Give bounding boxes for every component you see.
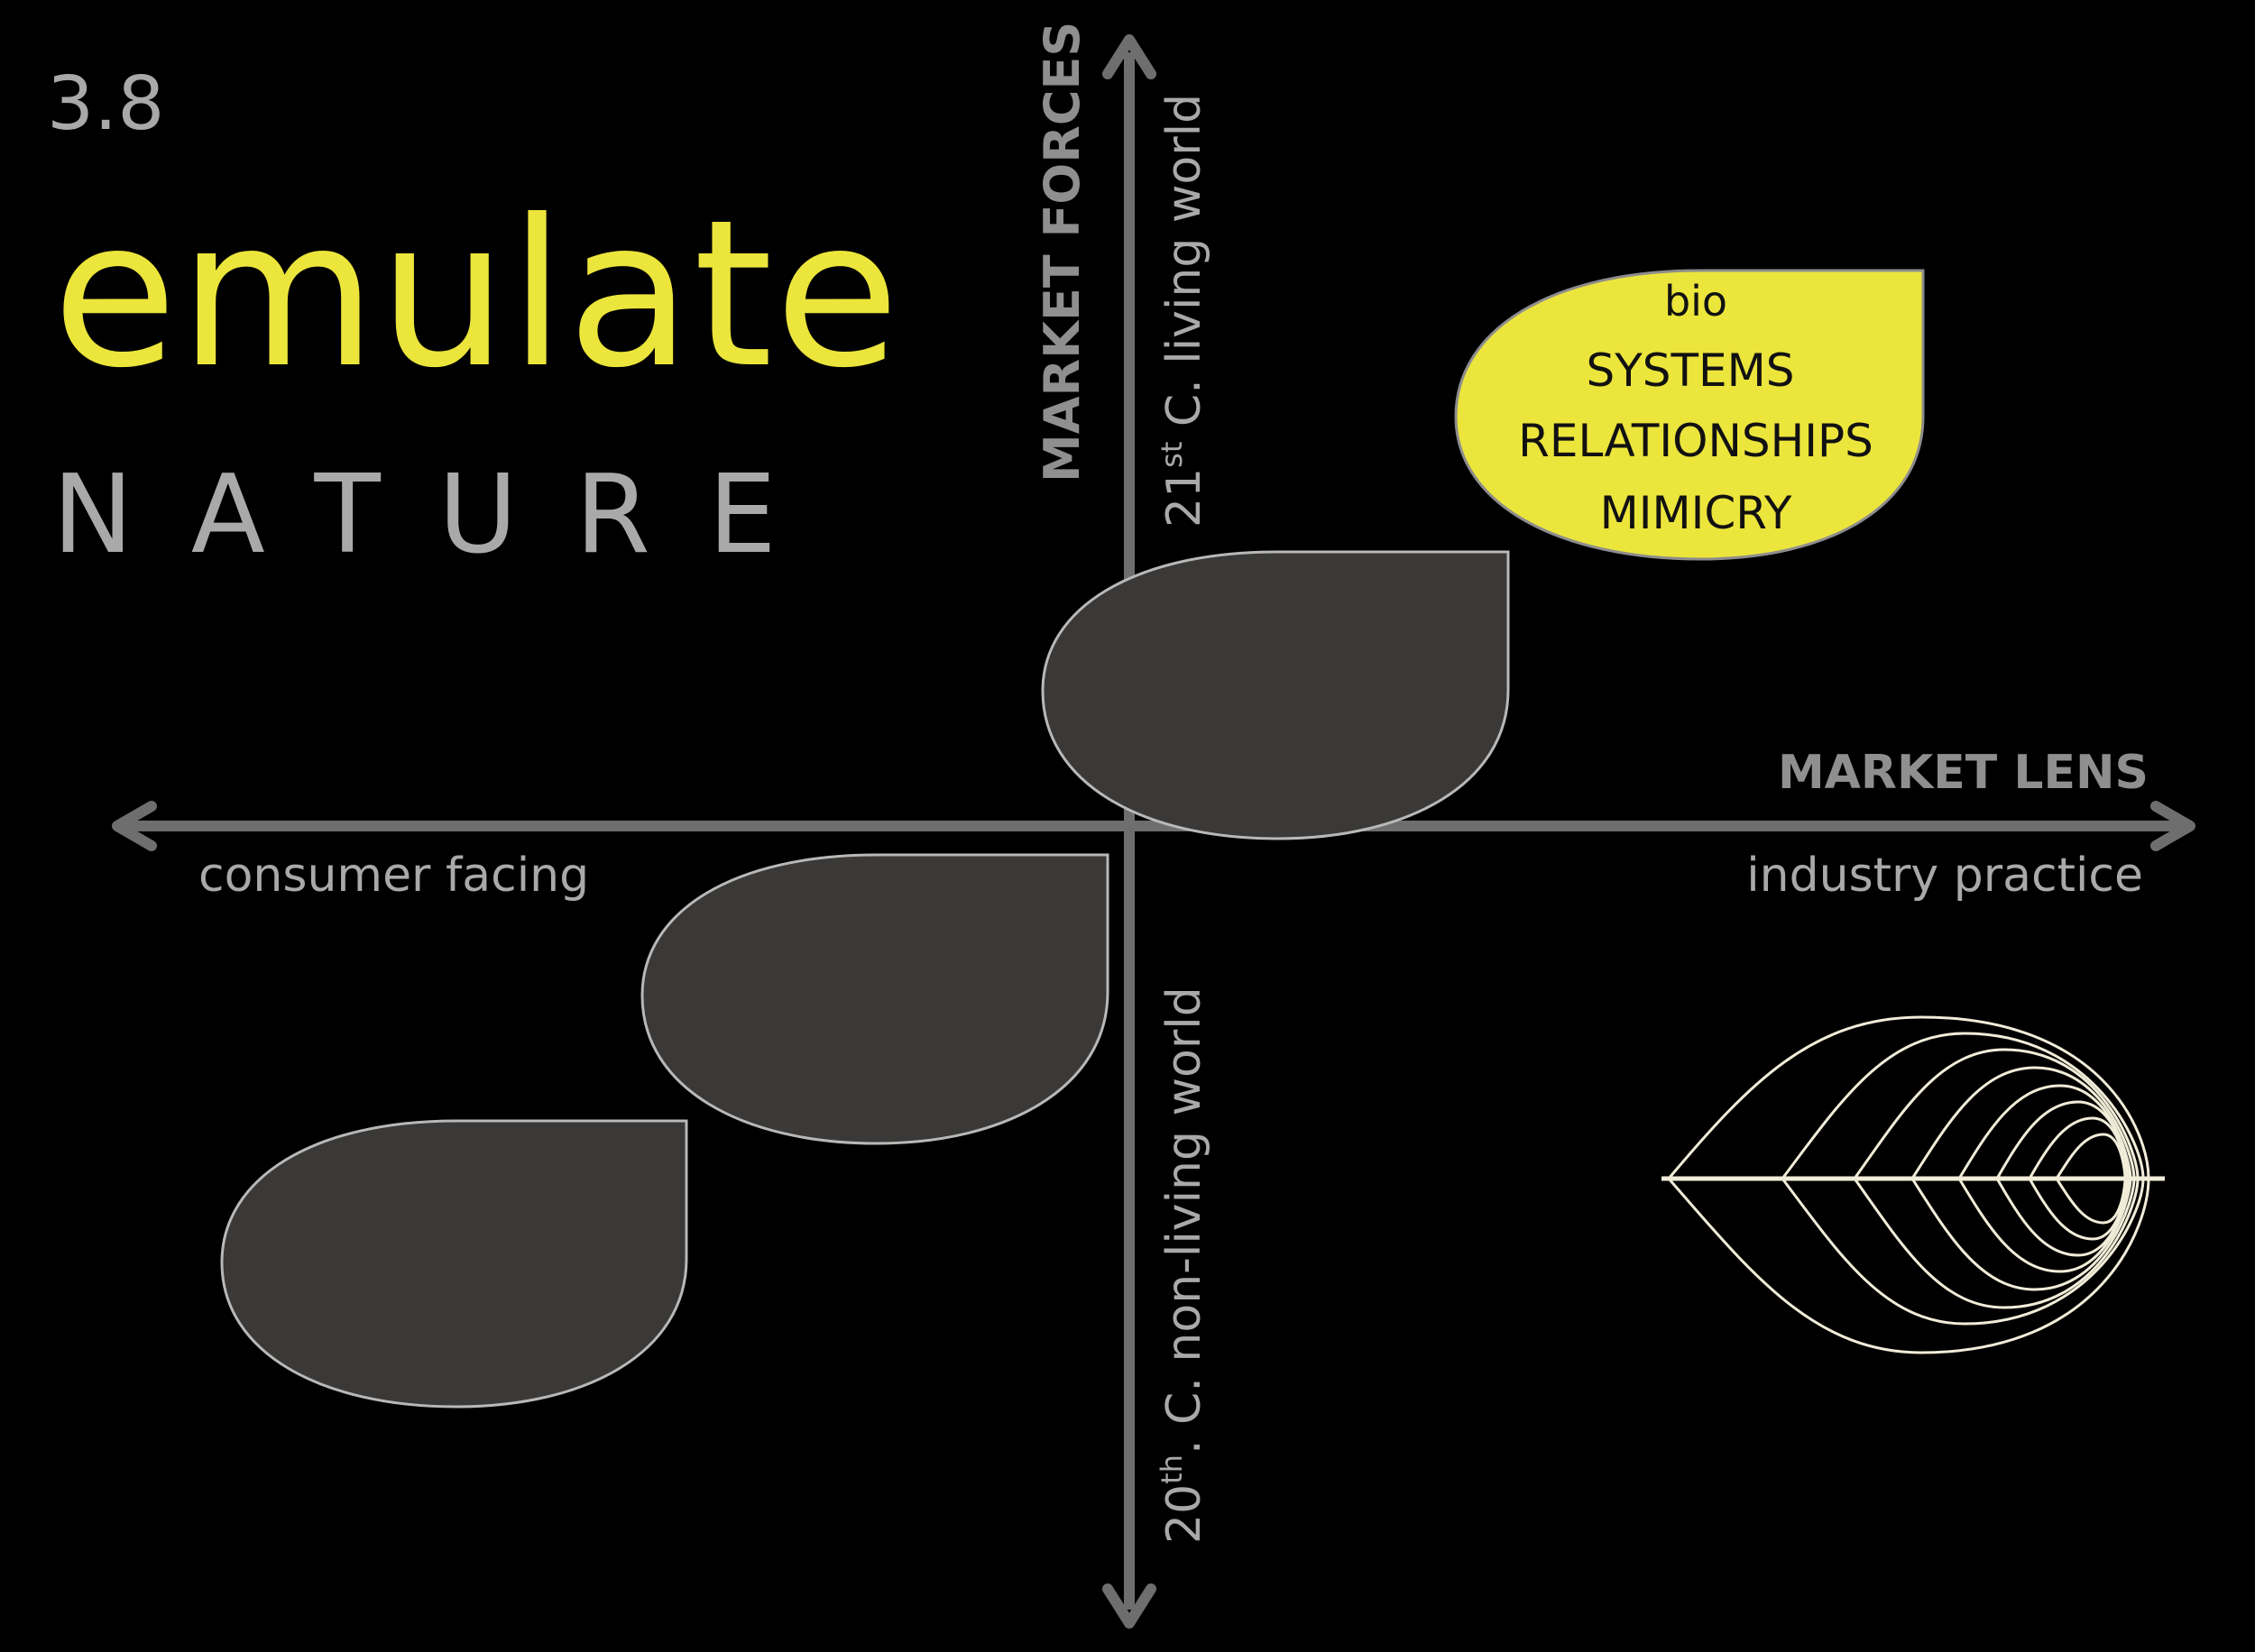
drop-shape-lower (220, 1119, 688, 1409)
vertical-axis-title: MARKET FORCES (1034, 22, 1091, 482)
drop-shape-upper (1041, 550, 1510, 840)
vertical-bottom-label-prefix: 20 (1157, 1484, 1211, 1544)
vertical-bottom-label-superscript: th (1155, 1455, 1189, 1484)
axes (112, 34, 2195, 1629)
page-subtitle: NATURE (52, 453, 834, 578)
vertical-top-label-superscript: st (1155, 442, 1189, 468)
arrow-left-icon (112, 801, 157, 851)
highlight-line-mimicry: MIMICRY (1600, 487, 1792, 539)
arrow-down-icon (1102, 1583, 1156, 1629)
horizontal-axis-title: MARKET LENS (1778, 746, 2149, 800)
highlight-line-systems: SYSTEMS (1586, 344, 1794, 397)
vertical-top-label-prefix: 21 (1157, 468, 1211, 528)
highlight-shape: bio SYSTEMS RELATIONSHIPS MIMICRY (1454, 269, 1925, 561)
highlight-line-relationships: RELATIONSHIPS (1518, 415, 1873, 467)
vertical-bottom-label-suffix: . C. non-living world (1157, 987, 1211, 1455)
horizontal-right-label: industry practice (1746, 849, 2143, 903)
drop-shape-middle (640, 853, 1109, 1145)
vertical-bottom-label: 20th. C. non-living world (1155, 987, 1211, 1544)
leaf-layers-icon (1661, 1015, 2165, 1354)
highlight-drop (1454, 269, 1925, 561)
arrow-up-icon (1102, 34, 1156, 79)
highlight-line-bio: bio (1664, 277, 1727, 326)
horizontal-left-label: consumer facing (198, 849, 589, 903)
drop-shapes (220, 550, 1510, 1409)
section-number: 3.8 (47, 61, 165, 147)
vertical-top-label: 21st C. living world (1155, 94, 1211, 528)
vertical-top-label-suffix: C. living world (1157, 94, 1211, 442)
arrow-right-icon (2150, 801, 2195, 851)
page-title: emulate (52, 177, 902, 413)
